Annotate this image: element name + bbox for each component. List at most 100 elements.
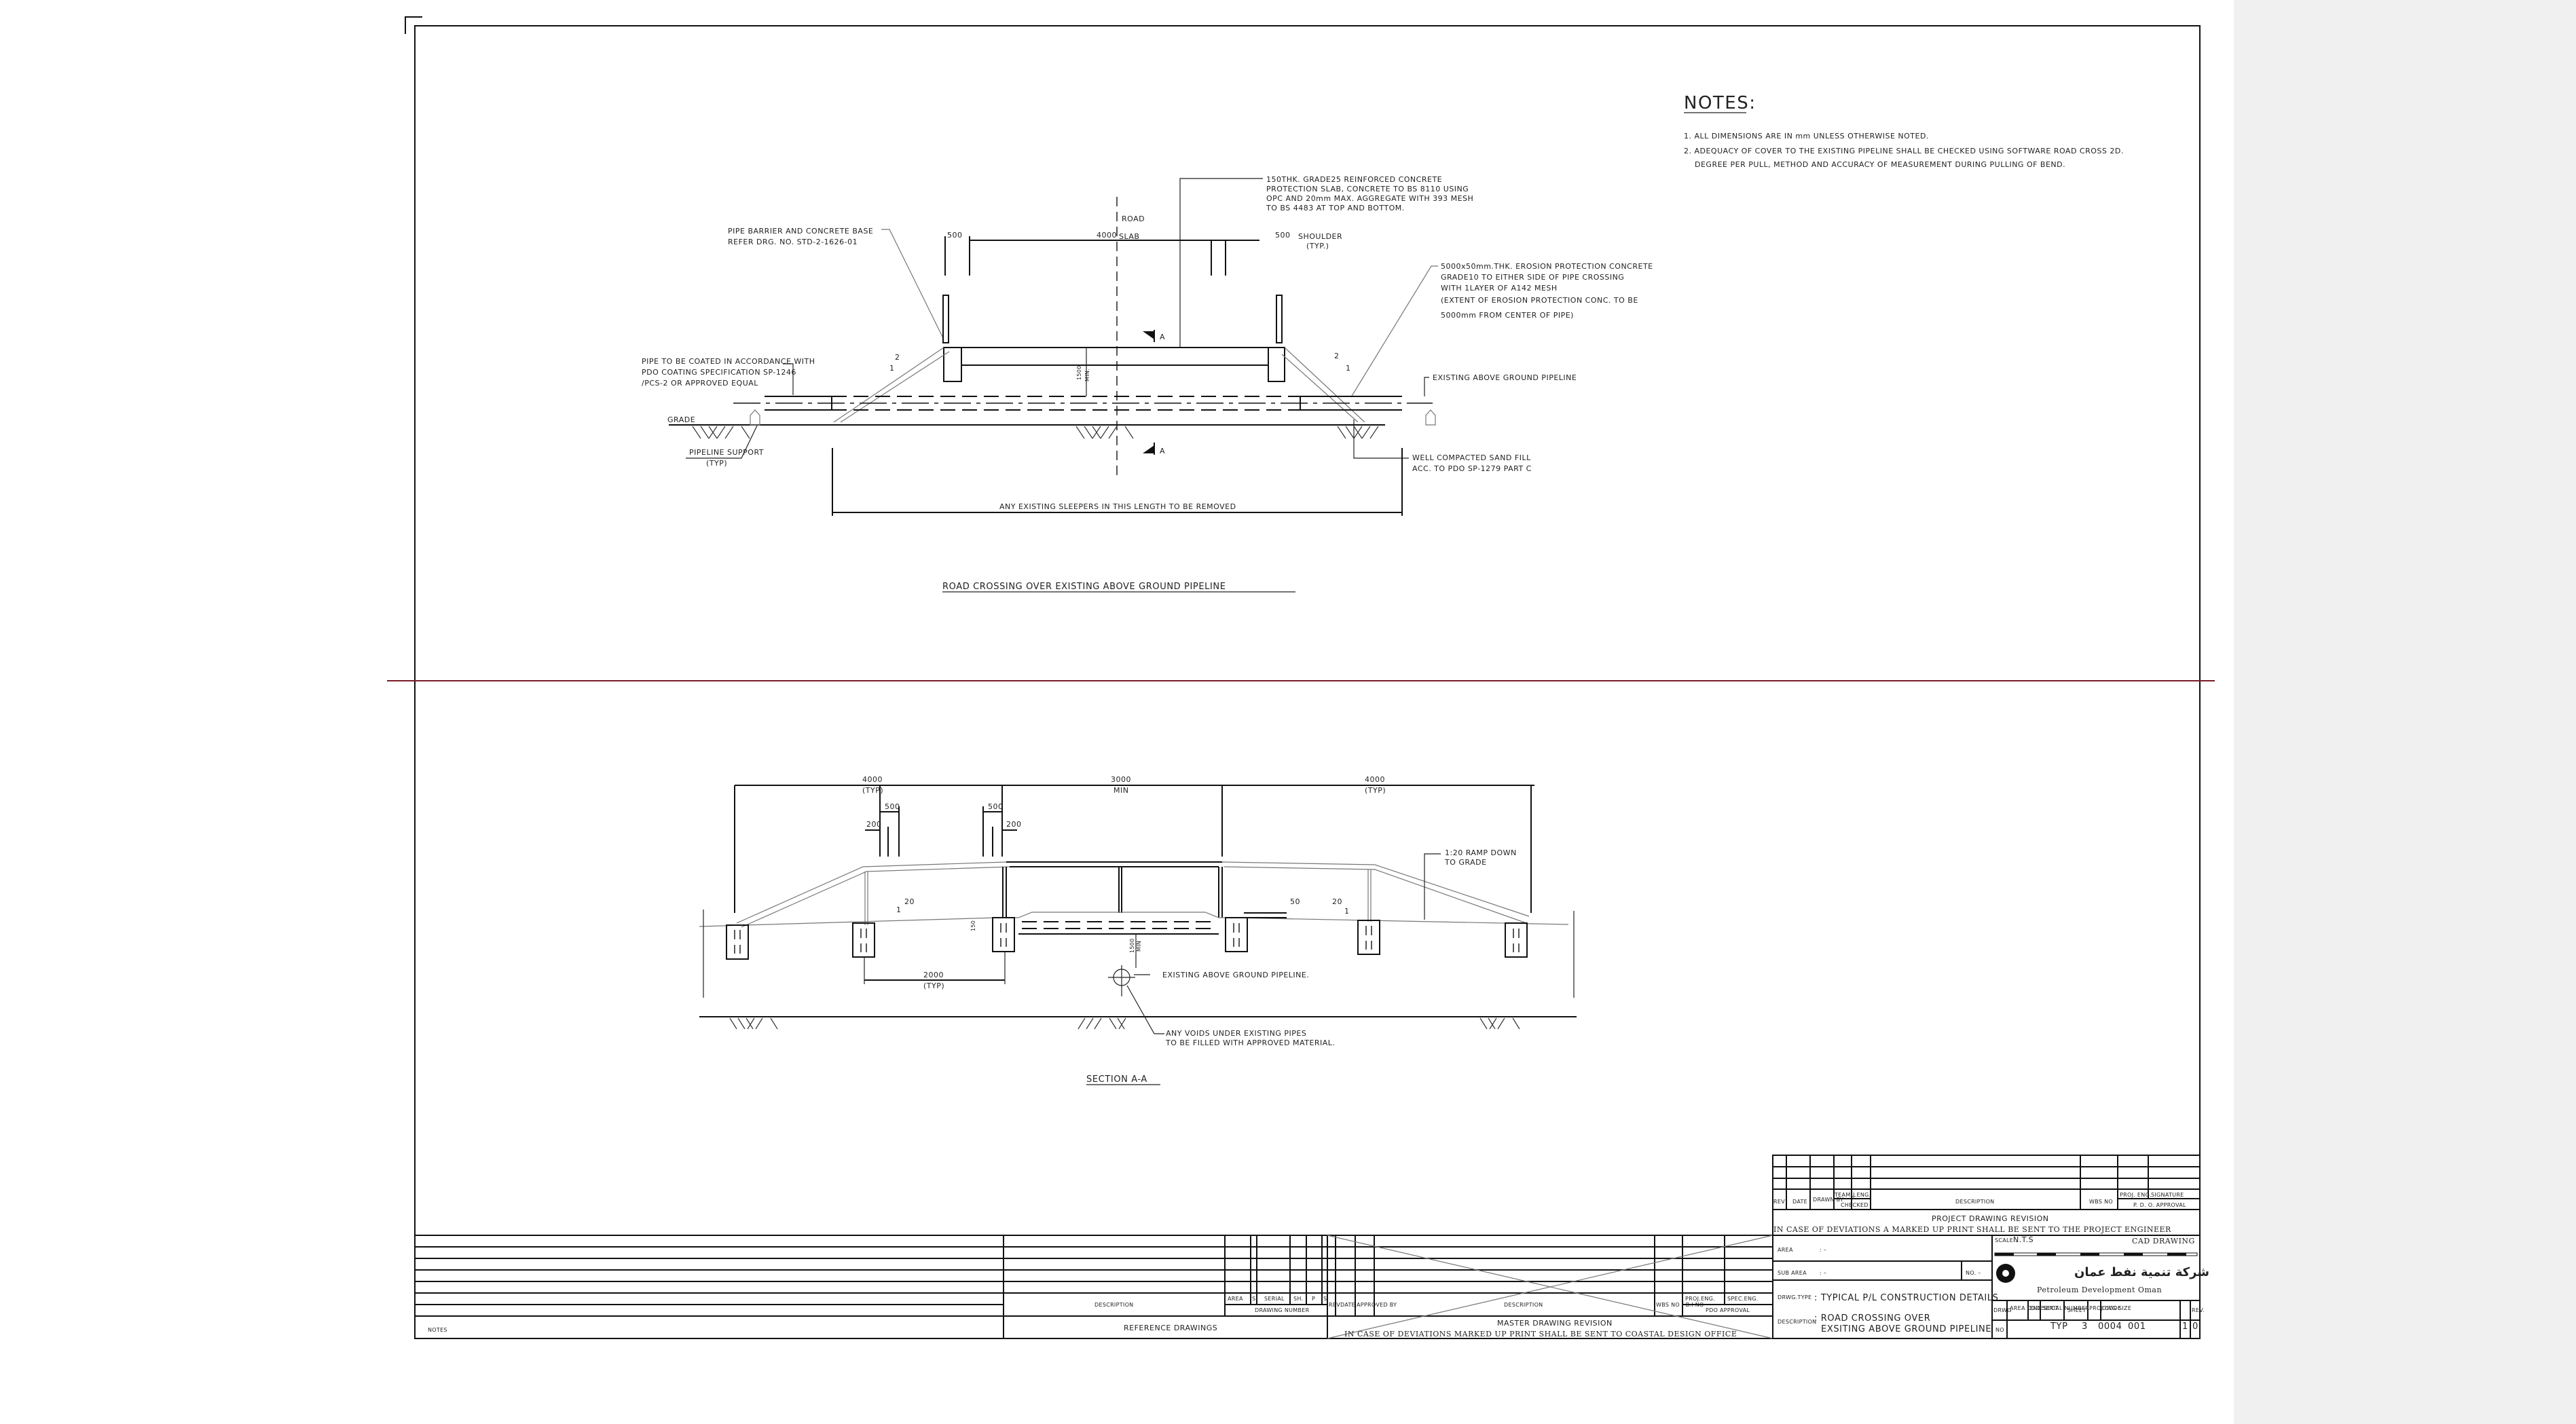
- plan-view: PIPE BARRIER AND CONCRETE BASE REFER DRG…: [642, 175, 1653, 593]
- existing-pipeline-callout: EXISTING ABOVE GROUND PIPELINE: [1433, 373, 1577, 382]
- ref-drawing-number-header: DRAWING NUMBER: [1255, 1307, 1310, 1313]
- slope-left-run: 1: [889, 364, 895, 373]
- shoulder-label-line2: (TYP.): [1306, 242, 1329, 250]
- pr-col-teaml: TEAML.: [1834, 1192, 1856, 1198]
- sub-area-value: : –: [1820, 1270, 1826, 1276]
- dn-col-serial: SERIAL NUMBER: [2042, 1305, 2089, 1311]
- pr-checked: CHECKED: [1841, 1202, 1869, 1208]
- voids-callout: ANY VOIDS UNDER EXISTING PIPES: [1166, 1029, 1306, 1038]
- mr-col-rev: REV: [1329, 1302, 1340, 1308]
- slab-callout-line4: TO BS 4483 AT TOP AND BOTTOM.: [1266, 204, 1405, 212]
- dim-left-shoulder: 500: [947, 231, 963, 240]
- reference-drawings-label: REFERENCE DRAWINGS: [1124, 1324, 1217, 1332]
- ramp-callout: 1:20 RAMP DOWN: [1445, 848, 1517, 857]
- ref-col-sh: SH.: [1293, 1296, 1303, 1302]
- road-label: ROAD: [1122, 214, 1145, 223]
- pr-col-rev: REV: [1773, 1199, 1785, 1205]
- dim-barrier-left: 500: [885, 802, 900, 811]
- master-revision-warning: IN CASE OF DEVIATIONS MARKED UP PRINT SH…: [1344, 1330, 1737, 1338]
- description-label: DESCRIPTION: [1778, 1319, 1816, 1325]
- erosion-callout-line3: WITH 1LAYER OF A142 MESH: [1441, 284, 1558, 293]
- dn-col-sheet: SHEET: [2067, 1307, 2086, 1313]
- slope-right-run: 20: [1332, 897, 1342, 906]
- erosion-callout: 5000x50mm.THK. EROSION PROTECTION CONCRE…: [1441, 262, 1653, 271]
- dim-support-spacing: 2000: [923, 971, 944, 979]
- dim-offset-left: 200: [866, 820, 882, 829]
- slope-right-run: 1: [1346, 364, 1351, 373]
- dim-right-span-note: (TYP): [1365, 786, 1386, 795]
- dim-cover: 1500: [1076, 365, 1082, 380]
- dn-no-label: NO: [1995, 1327, 2004, 1333]
- pr-col-drawn-by: DRAWN BY: [1813, 1197, 1843, 1203]
- dim-slab-width: 4000: [1097, 231, 1117, 240]
- area-value: : –: [1820, 1247, 1826, 1253]
- section-marker-bottom: A: [1160, 447, 1165, 455]
- dim-left-span: 4000: [862, 775, 883, 784]
- section-marker-top: A: [1160, 333, 1165, 341]
- dn-col-drwg: DRWG: [1993, 1307, 2012, 1313]
- erosion-callout-line4: (EXTENT OF EROSION PROTECTION CONC. TO B…: [1441, 296, 1638, 305]
- drawing-frame: [387, 16, 2215, 1339]
- pr-col-wbs: WBS NO: [2089, 1199, 2113, 1205]
- ramp-callout-line2: TO GRADE: [1444, 858, 1487, 867]
- dn-area-code: TYP: [2050, 1322, 2068, 1332]
- mr-col-description: DESCRIPTION: [1504, 1302, 1543, 1308]
- project-revision-warning: IN CASE OF DEVIATIONS A MARKED UP PRINT …: [1773, 1225, 2171, 1234]
- dim-offset-right: 200: [1006, 820, 1022, 829]
- note-2: 2. ADEQUACY OF COVER TO THE EXISTING PIP…: [1684, 147, 2124, 155]
- viewer-side-panel: [2234, 0, 2576, 1424]
- dn-col-proj-code: PROJ CODE: [2089, 1305, 2121, 1311]
- sand-fill-callout: WELL COMPACTED SAND FILL: [1412, 453, 1531, 462]
- grade-label: GRADE: [667, 415, 695, 424]
- erosion-callout-line5: 5000mm FROM CENTER OF PIPE): [1441, 311, 1574, 320]
- slab-callout-line3: OPC AND 20mm MAX. AGGREGATE WITH 393 MES…: [1266, 194, 1473, 203]
- dim-center-span-note: MIN: [1114, 786, 1128, 795]
- scale-label: SCALE :: [1995, 1237, 2017, 1243]
- slab-label: SLAB: [1119, 232, 1139, 241]
- dn-col-rev: REV.: [2192, 1307, 2205, 1313]
- dn-col-area-code: AREA CODE: [2010, 1305, 2044, 1311]
- no-label: NO. –: [1966, 1270, 1981, 1276]
- company-name-arabic: شركة تنمية نفط عمان: [2074, 1265, 2209, 1279]
- mr-col-approved: APPROVED BY: [1357, 1302, 1397, 1308]
- mr-col-wbs: WBS NO / B.I NO: [1656, 1302, 1704, 1308]
- note-2-cont: DEGREE PER PULL, METHOD AND ACCURACY OF …: [1695, 160, 2065, 169]
- dn-rev: 0: [2192, 1322, 2198, 1332]
- note-1: 1. ALL DIMENSIONS ARE IN mm UNLESS OTHER…: [1684, 132, 1929, 140]
- dim-erosion-thk: 50: [1290, 897, 1300, 906]
- pr-col-date: DATE: [1792, 1199, 1807, 1205]
- notes-title: NOTES:: [1684, 93, 1756, 113]
- ref-description-header: DESCRIPTION: [1094, 1302, 1133, 1308]
- title-block-left: NOTES DESCRIPTION REFERENCE DRAWINGS ARE…: [414, 1235, 1773, 1339]
- drwg-type-label: DRWG.TYPE: [1778, 1294, 1811, 1300]
- mr-pdo-approval: PDO APPROVAL: [1706, 1307, 1750, 1313]
- dim-cover-section: 1500: [1129, 938, 1135, 953]
- plan-view-title: ROAD CROSSING OVER EXISTING ABOVE GROUND…: [942, 582, 1226, 592]
- voids-callout-line2: TO BE FILLED WITH APPROVED MATERIAL.: [1165, 1038, 1335, 1047]
- coating-callout-line3: /PCS-2 OR APPROVED EQUAL: [642, 379, 758, 388]
- ref-col-area: AREA: [1228, 1296, 1243, 1302]
- shoulder-label: SHOULDER: [1298, 232, 1342, 241]
- slope-left-run: 20: [904, 897, 915, 906]
- pr-col-jeng: J.ENG.: [1852, 1192, 1871, 1198]
- existing-pipeline-section-callout: EXISTING ABOVE GROUND PIPELINE.: [1162, 971, 1309, 979]
- cad-drawing-label: CAD DRAWING: [2132, 1237, 2195, 1245]
- company-name-english: Petroleum Development Oman: [2037, 1286, 2162, 1294]
- ref-col-s2: S: [1323, 1296, 1327, 1302]
- erosion-callout-line2: GRADE10 TO EITHER SIDE OF PIPE CROSSING: [1441, 273, 1624, 282]
- section-view-title: SECTION A-A: [1086, 1074, 1147, 1085]
- mr-col-proj-eng: PROJ.ENG.: [1685, 1296, 1715, 1302]
- pr-col-signature: SIGNATURE: [2151, 1192, 2184, 1198]
- dn-col-eng-sect: ENG SECT: [2029, 1305, 2059, 1311]
- mr-col-date: DATE: [1340, 1302, 1355, 1308]
- slope-right-rise: 2: [1334, 352, 1340, 360]
- dim-cover-section-note: MIN: [1136, 941, 1142, 952]
- dim-center-span: 3000: [1111, 775, 1131, 784]
- dn-col-dwg-size: DWG SIZE: [2102, 1305, 2131, 1311]
- description-line1: : ROAD CROSSING OVER: [1814, 1313, 1930, 1324]
- title-block-right: REV DATE DRAWN BY TEAML. J.ENG. CHECKED …: [1772, 1155, 2209, 1339]
- pipe-barrier-callout: PIPE BARRIER AND CONCRETE BASE: [728, 227, 873, 236]
- coating-callout: PIPE TO BE COATED IN ACCORDANCE WITH: [642, 357, 815, 366]
- pipeline-support-callout: PIPELINE SUPPORT: [689, 448, 764, 457]
